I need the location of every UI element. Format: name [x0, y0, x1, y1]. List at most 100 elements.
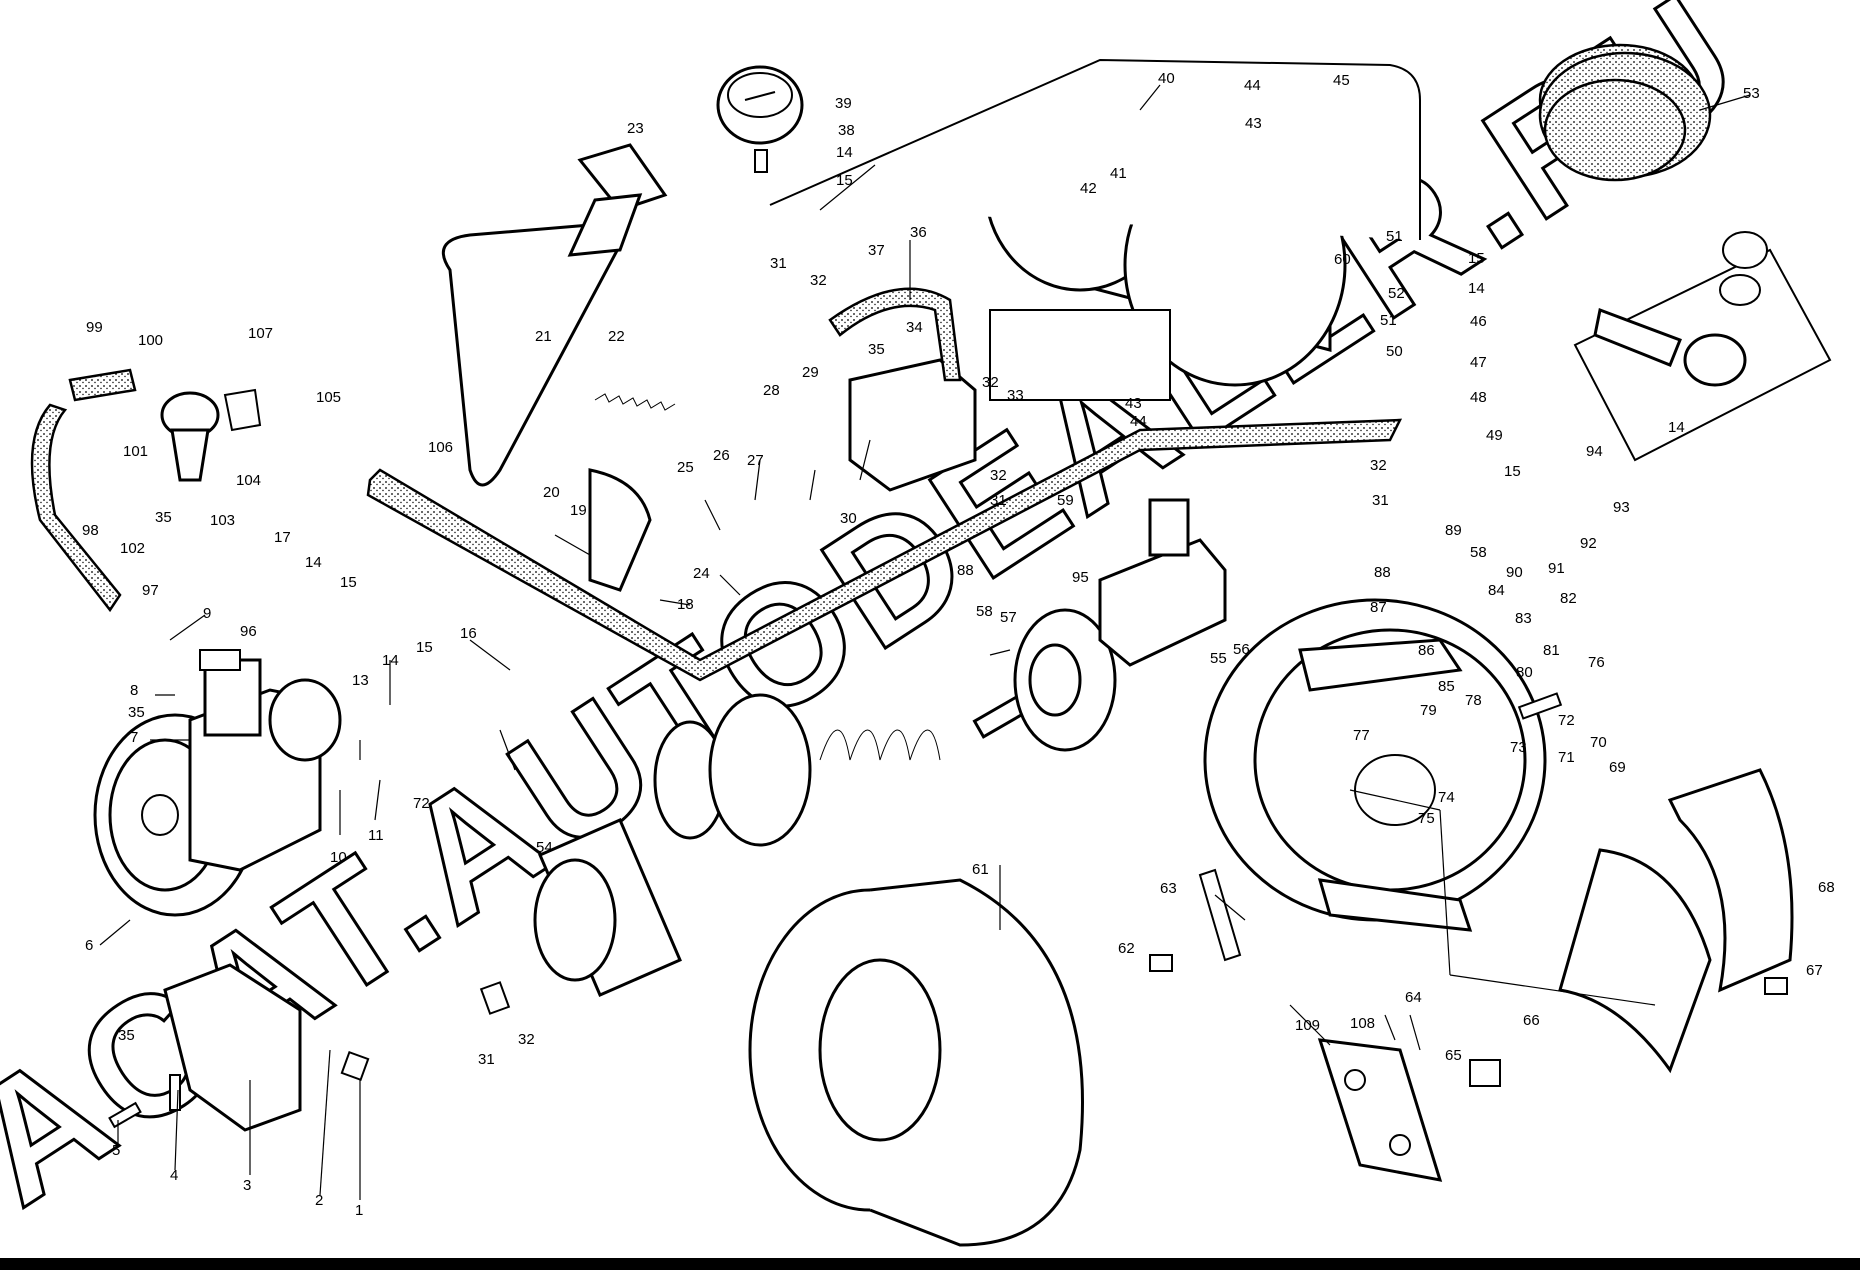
callout-32d: 32: [518, 1031, 535, 1048]
callout-1: 1: [355, 1202, 363, 1219]
callout-95: 95: [1072, 569, 1089, 586]
callout-41: 41: [1110, 165, 1127, 182]
callout-29: 29: [802, 364, 819, 381]
callout-19: 19: [570, 502, 587, 519]
callout-105: 105: [316, 389, 341, 406]
callout-35c: 35: [118, 1027, 135, 1044]
brake-pedal: [441, 143, 668, 592]
wheel-cylinder: [1098, 498, 1227, 667]
callout-26: 26: [713, 447, 730, 464]
callout-56: 56: [1233, 641, 1250, 658]
pressure-gauge: [716, 65, 804, 173]
coiled-hose: [1538, 43, 1712, 182]
brake-chamber: [533, 689, 1038, 997]
callout-88b: 88: [957, 562, 974, 579]
callout-labels: 1 2 3 4 5 6 7 8 9 10 11 72 13 14 15 16 1…: [82, 70, 1835, 1219]
callout-82: 82: [1560, 590, 1577, 607]
callout-92: 92: [1580, 535, 1597, 552]
callout-38: 38: [838, 122, 855, 139]
callout-13: 13: [352, 672, 369, 689]
gauge-tube: [769, 58, 1421, 240]
small-fasteners: [108, 692, 1788, 1129]
callout-58a: 58: [976, 603, 993, 620]
callout-100: 100: [138, 332, 163, 349]
callout-14a: 14: [382, 652, 399, 669]
callout-33: 33: [1007, 387, 1024, 404]
callout-28: 28: [763, 382, 780, 399]
callout-71: 71: [1558, 749, 1575, 766]
callout-32a: 32: [810, 272, 827, 289]
callout-108: 108: [1350, 1015, 1375, 1032]
callout-14b: 14: [305, 554, 322, 571]
callout-87: 87: [1370, 599, 1387, 616]
callout-80: 80: [1516, 664, 1533, 681]
callout-78: 78: [1465, 692, 1482, 709]
leader-lines: [99, 84, 1751, 1200]
callout-31c: 31: [478, 1051, 495, 1068]
air-compressor: [93, 649, 342, 917]
callout-10: 10: [330, 849, 347, 866]
callout-2: 2: [315, 1192, 323, 1209]
callout-109: 109: [1295, 1017, 1320, 1034]
callout-104: 104: [236, 472, 261, 489]
callout-15e: 15: [1504, 463, 1521, 480]
callout-83: 83: [1515, 610, 1532, 627]
callout-90: 90: [1506, 564, 1523, 581]
callout-99: 99: [86, 319, 103, 336]
callout-15d: 15: [1468, 250, 1485, 267]
callout-23: 23: [627, 120, 644, 137]
callout-3: 3: [243, 1177, 251, 1194]
inlet-hose: [30, 368, 137, 613]
callout-107: 107: [248, 325, 273, 342]
callout-14e: 14: [1668, 419, 1685, 436]
callout-32e: 32: [1370, 457, 1387, 474]
callout-76: 76: [1588, 654, 1605, 671]
callout-31a: 31: [770, 255, 787, 272]
callout-14c: 14: [836, 144, 853, 161]
callout-94: 94: [1586, 443, 1603, 460]
callout-88a: 88: [1374, 564, 1391, 581]
callout-101: 101: [123, 443, 148, 460]
callout-93: 93: [1613, 499, 1630, 516]
slack-chamber: [1013, 608, 1117, 752]
callout-5: 5: [112, 1142, 120, 1159]
callout-30: 30: [840, 510, 857, 527]
callout-6: 6: [85, 937, 93, 954]
callout-81: 81: [1543, 642, 1560, 659]
callout-32b: 32: [982, 374, 999, 391]
callout-22: 22: [608, 328, 625, 345]
callout-89: 89: [1445, 522, 1462, 539]
callout-47: 47: [1470, 354, 1487, 371]
callout-85: 85: [1438, 678, 1455, 695]
brake-shoe: [1558, 768, 1794, 1074]
callout-17: 17: [274, 529, 291, 546]
callout-45: 45: [1333, 72, 1350, 89]
callout-57: 57: [1000, 609, 1017, 626]
callout-86: 86: [1418, 642, 1435, 659]
callout-97: 97: [142, 582, 159, 599]
callout-8: 8: [130, 682, 138, 699]
brake-drum: [748, 878, 1084, 1247]
callout-11: 11: [368, 827, 384, 844]
callout-55: 55: [1210, 650, 1227, 667]
callout-64: 64: [1405, 989, 1422, 1006]
callout-7: 7: [130, 729, 138, 746]
callout-14d: 14: [1468, 280, 1485, 297]
callout-49: 49: [1486, 427, 1503, 444]
callout-60: 60: [1334, 251, 1351, 268]
callout-20: 20: [543, 484, 560, 501]
callout-103: 103: [210, 512, 235, 529]
callout-98: 98: [82, 522, 99, 539]
air-tube-106: [366, 418, 1403, 682]
callout-37: 37: [868, 242, 885, 259]
callout-16: 16: [460, 625, 477, 642]
callout-58b: 58: [1470, 544, 1487, 561]
callout-15a: 15: [416, 639, 433, 656]
callout-15b: 15: [340, 574, 357, 591]
callout-35b: 35: [128, 704, 145, 721]
callout-46: 46: [1470, 313, 1487, 330]
inlet-filter: [160, 388, 262, 482]
callout-18: 18: [677, 596, 694, 613]
callout-65: 65: [1445, 1047, 1462, 1064]
